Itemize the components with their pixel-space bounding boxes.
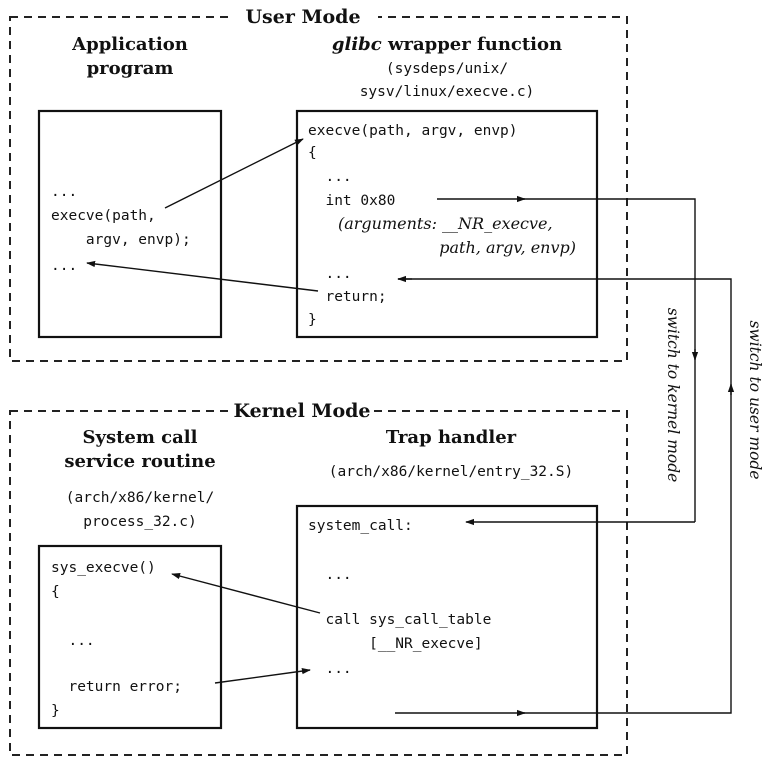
wrapper-path-line1: (sysdeps/unix/ xyxy=(386,61,508,77)
wrapper-heading-rest: wrapper function xyxy=(382,34,562,55)
service-routine-code-line: sys_execve() xyxy=(51,560,156,576)
service-routine-box xyxy=(37,544,223,730)
wrapper-args-line1: (arguments: __NR_execve, xyxy=(338,214,553,233)
switch-to-user-path xyxy=(398,278,732,714)
application-code-line: ... xyxy=(51,258,77,274)
return-error-arrow xyxy=(214,667,311,684)
trap-handler-code-line: call sys_call_table xyxy=(308,612,491,628)
application-code-line: ... xyxy=(51,184,77,200)
application-heading-line2: program xyxy=(87,58,174,79)
wrapper-code-line: execve(path, argv, envp) xyxy=(308,123,518,139)
service-routine-heading-line2: service routine xyxy=(64,451,215,472)
switch-to-kernel-label: switch to kernel mode xyxy=(664,308,682,483)
wrapper-code-line: } xyxy=(308,312,317,328)
wrapper-code-line: int 0x80 xyxy=(308,193,395,209)
service-routine-path-line1: (arch/x86/kernel/ xyxy=(66,490,214,506)
application-heading-line1: Application xyxy=(71,34,188,55)
service-routine-code-line: return error; xyxy=(51,679,182,695)
return-to-app-arrow xyxy=(86,260,319,292)
service-routine-code-line: } xyxy=(51,703,60,719)
call-wrapper-arrow xyxy=(164,138,304,209)
call-sys-execve-arrow xyxy=(171,573,321,614)
application-program-box xyxy=(37,109,223,339)
wrapper-code-line: ... xyxy=(308,266,352,282)
wrapper-path-line2: sysv/linux/execve.c) xyxy=(360,84,535,100)
user-mode-title: User Mode xyxy=(245,6,360,28)
wrapper-code-line: { xyxy=(308,145,317,161)
switch-to-kernel-path xyxy=(520,198,696,522)
wrapper-function-box xyxy=(295,109,599,339)
trap-handler-heading: Trap handler xyxy=(386,427,517,448)
trap-handler-box xyxy=(295,504,599,730)
service-routine-code-line: { xyxy=(51,584,60,600)
trap-handler-code-line: system_call: xyxy=(308,518,413,534)
wrapper-heading: glibc wrapper function xyxy=(332,34,562,55)
application-code-line: argv, envp); xyxy=(51,232,191,248)
wrapper-args-line2: path, argv, envp) xyxy=(439,238,576,257)
application-code-line: execve(path, xyxy=(51,208,156,224)
kernel-mode-title: Kernel Mode xyxy=(233,400,370,422)
wrapper-code-line: return; xyxy=(308,289,387,305)
trap-handler-path: (arch/x86/kernel/entry_32.S) xyxy=(329,464,573,480)
trap-handler-code-line: [__NR_execve] xyxy=(308,636,483,652)
service-routine-path-line2: process_32.c) xyxy=(83,514,197,530)
service-routine-code-line: ... xyxy=(51,633,95,649)
service-routine-heading-line1: System call xyxy=(83,427,198,448)
wrapper-code-line: ... xyxy=(308,169,352,185)
trap-handler-code-line: ... xyxy=(308,661,352,677)
wrapper-heading-italic: glibc xyxy=(332,34,382,55)
trap-handler-code-line: ... xyxy=(308,567,352,583)
switch-to-user-label: switch to user mode xyxy=(746,320,764,479)
